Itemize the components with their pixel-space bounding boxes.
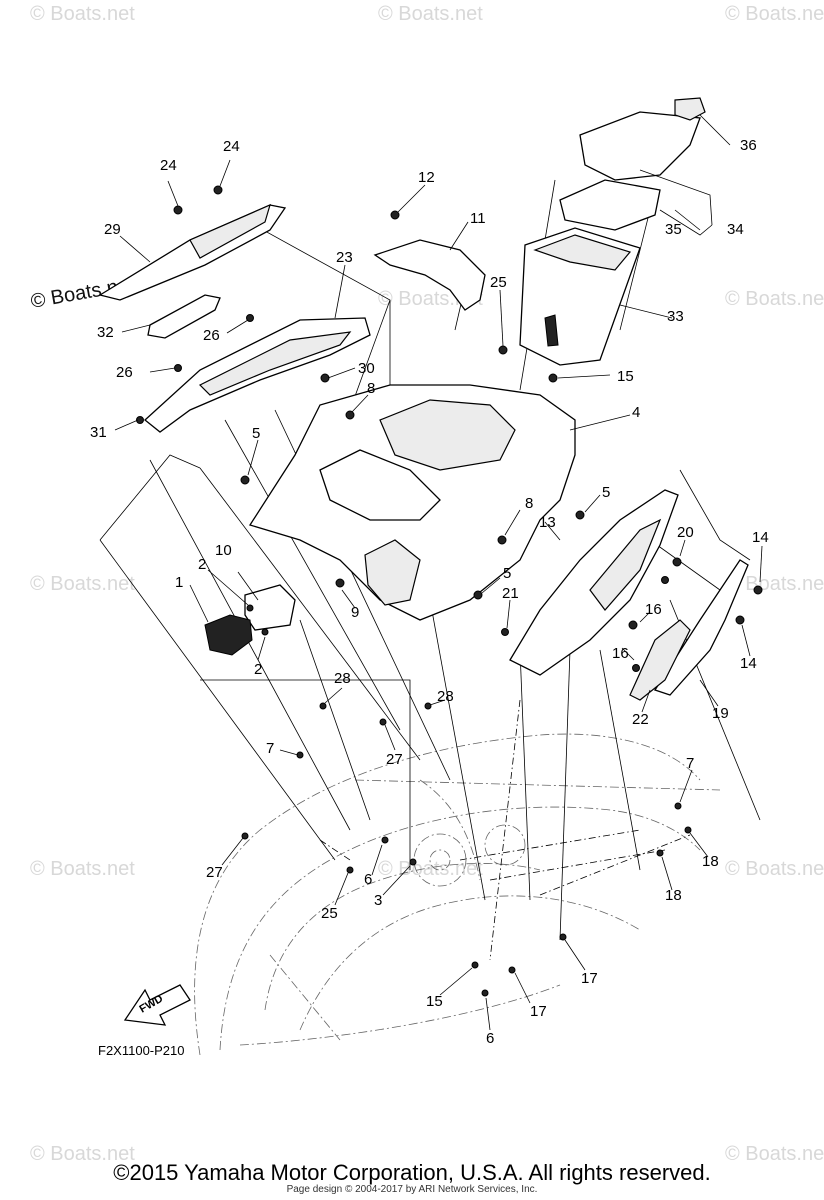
watermark: © Boats.net <box>378 858 483 880</box>
page-design-credit: Page design © 2004-2017 by ARI Network S… <box>286 1184 538 1195</box>
leader-lines <box>114 114 763 1031</box>
callout-31: 31 <box>90 424 107 441</box>
callout-25: 25 <box>321 905 338 922</box>
callout-35: 35 <box>665 221 682 238</box>
part-36-lid <box>579 111 701 181</box>
callout-3: 3 <box>374 892 382 909</box>
callout-14: 14 <box>740 655 757 672</box>
callout-33: 33 <box>667 308 684 325</box>
hull-outline <box>194 733 721 1056</box>
part-19-trim <box>654 559 749 696</box>
callout-7: 7 <box>266 740 274 757</box>
callout-18: 18 <box>702 853 719 870</box>
callout-12: 12 <box>418 169 435 186</box>
callout-2: 2 <box>254 661 262 678</box>
callout-22: 22 <box>632 711 649 728</box>
watermark: © Boats.net <box>725 573 824 595</box>
callout-28: 28 <box>334 670 351 687</box>
watermark: © Boats.net <box>725 3 824 25</box>
callout-11: 11 <box>470 210 486 227</box>
callout-27: 27 <box>206 864 223 881</box>
callout-13: 13 <box>539 514 556 531</box>
callout-1: 1 <box>175 574 183 591</box>
callout-6: 6 <box>364 871 372 888</box>
callout-26: 26 <box>116 364 133 381</box>
callout-19: 19 <box>712 705 729 722</box>
watermark: © Boats.net <box>30 858 135 880</box>
part-32-plate <box>147 294 221 339</box>
callout-5: 5 <box>252 425 260 442</box>
callout-15: 15 <box>426 993 443 1010</box>
diagram-code: F2X1100-P210 <box>98 1043 185 1058</box>
callout-16: 16 <box>612 645 629 662</box>
callout-9: 9 <box>351 604 359 621</box>
part-10-pad <box>244 584 296 631</box>
watermark: © Boats.net <box>30 1143 135 1165</box>
callout-30: 30 <box>358 360 375 377</box>
part-22-grille <box>629 619 691 701</box>
callout-5: 5 <box>503 565 511 582</box>
callout-8: 8 <box>367 380 375 397</box>
callout-24: 24 <box>223 138 240 155</box>
watermark: © Boats.net <box>30 573 135 595</box>
copyright-notice: ©2015 Yamaha Motor Corporation, U.S.A. A… <box>113 1160 711 1185</box>
watermark: © Boats.net <box>725 288 824 310</box>
callout-21: 21 <box>502 585 519 602</box>
callout-16: 16 <box>645 601 662 618</box>
callout-20: 20 <box>677 524 694 541</box>
callout-26: 26 <box>203 327 220 344</box>
fwd-arrow <box>123 984 191 1026</box>
callout-23: 23 <box>336 249 353 266</box>
part-36-latch <box>674 97 706 121</box>
callout-28: 28 <box>437 688 454 705</box>
callout-27: 27 <box>386 751 403 768</box>
callout-8: 8 <box>525 495 533 512</box>
watermark: © Boats.net <box>378 3 483 25</box>
callout-18: 18 <box>665 887 682 904</box>
callout-17: 17 <box>530 1003 547 1020</box>
hardware <box>136 185 763 997</box>
callout-24: 24 <box>160 157 177 174</box>
part-shapes <box>98 97 749 1026</box>
callout-36: 36 <box>740 137 757 154</box>
watermark: © Boats.net <box>725 1143 824 1165</box>
callout-29: 29 <box>104 221 121 238</box>
callout-10: 10 <box>215 542 232 559</box>
callout-2: 2 <box>198 556 206 573</box>
callout-32: 32 <box>97 324 114 341</box>
callout-7: 7 <box>686 755 694 772</box>
callout-34: 34 <box>727 221 744 238</box>
callout-25: 25 <box>490 274 507 291</box>
callout-layer: 24 24 29 32 26 26 31 30 23 12 11 25 15 4… <box>90 137 769 1047</box>
callout-15: 15 <box>617 368 634 385</box>
part-35-seal <box>559 179 661 231</box>
callout-14: 14 <box>752 529 769 546</box>
watermark: © Boats.net <box>30 3 135 25</box>
watermark: © Boats.net <box>725 858 824 880</box>
callout-17: 17 <box>581 970 598 987</box>
part-1-cap <box>204 614 253 656</box>
part-11-trim <box>373 239 486 311</box>
callout-6: 6 <box>486 1030 494 1047</box>
callout-4: 4 <box>632 404 640 421</box>
callout-5: 5 <box>602 484 610 501</box>
